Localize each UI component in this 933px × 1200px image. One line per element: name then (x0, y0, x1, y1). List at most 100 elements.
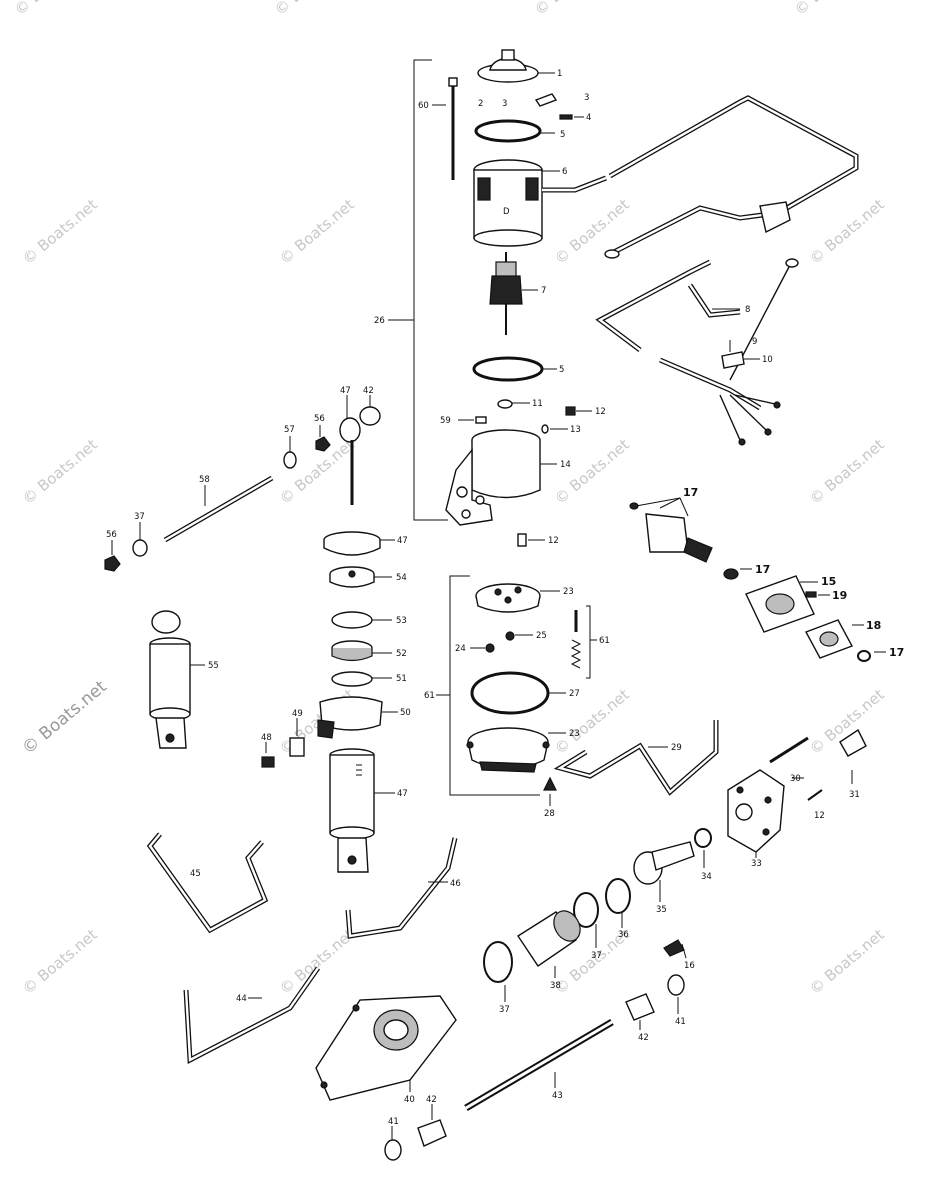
label-54: 54 (396, 573, 407, 583)
part-28-screw (543, 776, 557, 806)
part-14-end-housing (445, 429, 557, 526)
part-56-nut-lower (104, 540, 121, 572)
label-23: 23 (569, 729, 580, 739)
part-17-grommet-mid (723, 568, 752, 580)
label-24: 24 (455, 644, 466, 654)
label-49: 49 (292, 709, 303, 719)
part-40-mount-bracket (315, 995, 457, 1101)
part-1-end-cap (477, 49, 555, 83)
label-16: 16 (684, 961, 695, 971)
part-59-screw (458, 416, 487, 424)
watermark: © Boats.net (551, 195, 633, 268)
part-58-pin (163, 475, 274, 543)
label-58: 58 (199, 475, 210, 485)
part-3-clip (534, 93, 558, 107)
label-3: 3 (502, 99, 507, 109)
label-42: 42 (638, 1033, 649, 1043)
label-55: 55 (208, 661, 219, 671)
label-14: 14 (560, 460, 571, 470)
label-3: 3 (584, 93, 589, 103)
watermark: © Boats.net (276, 195, 358, 268)
label-19: 19 (832, 589, 847, 602)
watermark: © Boats.net (551, 685, 633, 758)
part-56-nut-upper (315, 425, 331, 452)
part-7-armature (489, 252, 538, 335)
label-40: 40 (404, 1095, 415, 1105)
part-60-bolt (432, 77, 458, 180)
label-45: 45 (190, 869, 201, 879)
part-47-cap-upper (323, 531, 395, 556)
label-41: 41 (675, 1017, 686, 1027)
label-48: 48 (261, 733, 272, 743)
part-51-oring (331, 671, 373, 687)
part-25-ball (505, 631, 515, 641)
label-27: 27 (569, 689, 580, 699)
label-26: 26 (374, 316, 385, 326)
label-57: 57 (284, 425, 295, 435)
label-1: 1 (557, 69, 562, 79)
part-12-screw-middle (517, 533, 545, 547)
part-30-bolt (769, 736, 809, 779)
part-57-washer-upper (283, 436, 297, 469)
label-52: 52 (396, 649, 407, 659)
label-56: 56 (314, 414, 325, 424)
watermark: © Boats.net (276, 925, 358, 998)
part-number-labels: 1 2 3 3 4 5 5 6 7 8 9 10 11 12 12 12 13 … (106, 69, 904, 1127)
watermark: © Boats.net (806, 195, 888, 268)
part-43-pivot-tube (464, 1018, 614, 1112)
watermark: © Boats.net (531, 0, 613, 19)
label-46: 46 (450, 879, 461, 889)
label-38: 38 (550, 981, 561, 991)
label-56: 56 (106, 530, 117, 540)
watermark: © Boats.net (271, 0, 353, 19)
part-23-pump-body (466, 727, 566, 773)
label-17: 17 (683, 486, 698, 499)
label-12: 12 (595, 407, 606, 417)
part-35-piston-rod (633, 841, 695, 902)
watermark: © Boats.net (806, 925, 888, 998)
part-47-cylinder-lower (329, 748, 395, 873)
label-50: 50 (400, 708, 411, 718)
wire-harness-upper (604, 95, 859, 259)
part-44-tube (183, 966, 321, 1065)
label-11: 11 (532, 399, 543, 409)
part-switch-assembly (629, 497, 713, 563)
label-17: 17 (755, 563, 770, 576)
label-60: 60 (418, 101, 429, 111)
part-19-screw (805, 591, 830, 598)
part-37-oring-lower (483, 941, 513, 983)
part-34-oring (694, 828, 712, 848)
watermark: © Boats.net (19, 435, 101, 508)
label-23: 23 (563, 587, 574, 597)
label-31: 31 (849, 790, 860, 800)
label-17: 17 (889, 646, 904, 659)
label-61: 61 (599, 636, 610, 646)
label-2: 2 (478, 99, 483, 109)
label-61: 61 (424, 691, 435, 701)
label-18: 18 (866, 619, 881, 632)
part-46-tube (345, 837, 458, 939)
label-37: 37 (499, 1005, 510, 1015)
label-5: 5 (559, 365, 564, 375)
label-5: 5 (560, 130, 565, 140)
part-24-ball (485, 643, 495, 653)
part-31-fitting (839, 728, 867, 784)
watermark: © Boats.net (806, 435, 888, 508)
label-15: 15 (821, 575, 836, 588)
part-27-oring (470, 671, 550, 715)
label-47: 47 (340, 386, 351, 396)
part-55-trim-cylinder (149, 610, 205, 749)
part-42-bushing-right (625, 993, 655, 1030)
label-42: 42 (363, 386, 374, 396)
label-41: 41 (388, 1117, 399, 1127)
bracket-61 (436, 575, 540, 796)
label-47: 47 (397, 536, 408, 546)
label-4: 4 (586, 113, 591, 123)
label-43: 43 (552, 1091, 563, 1101)
bracket-26 (388, 59, 448, 521)
label-44: 44 (236, 994, 247, 1004)
part-15-plate (745, 575, 818, 633)
label-59: 59 (440, 416, 451, 426)
part-41-nut-right (667, 974, 685, 1014)
label-25: 25 (536, 631, 547, 641)
